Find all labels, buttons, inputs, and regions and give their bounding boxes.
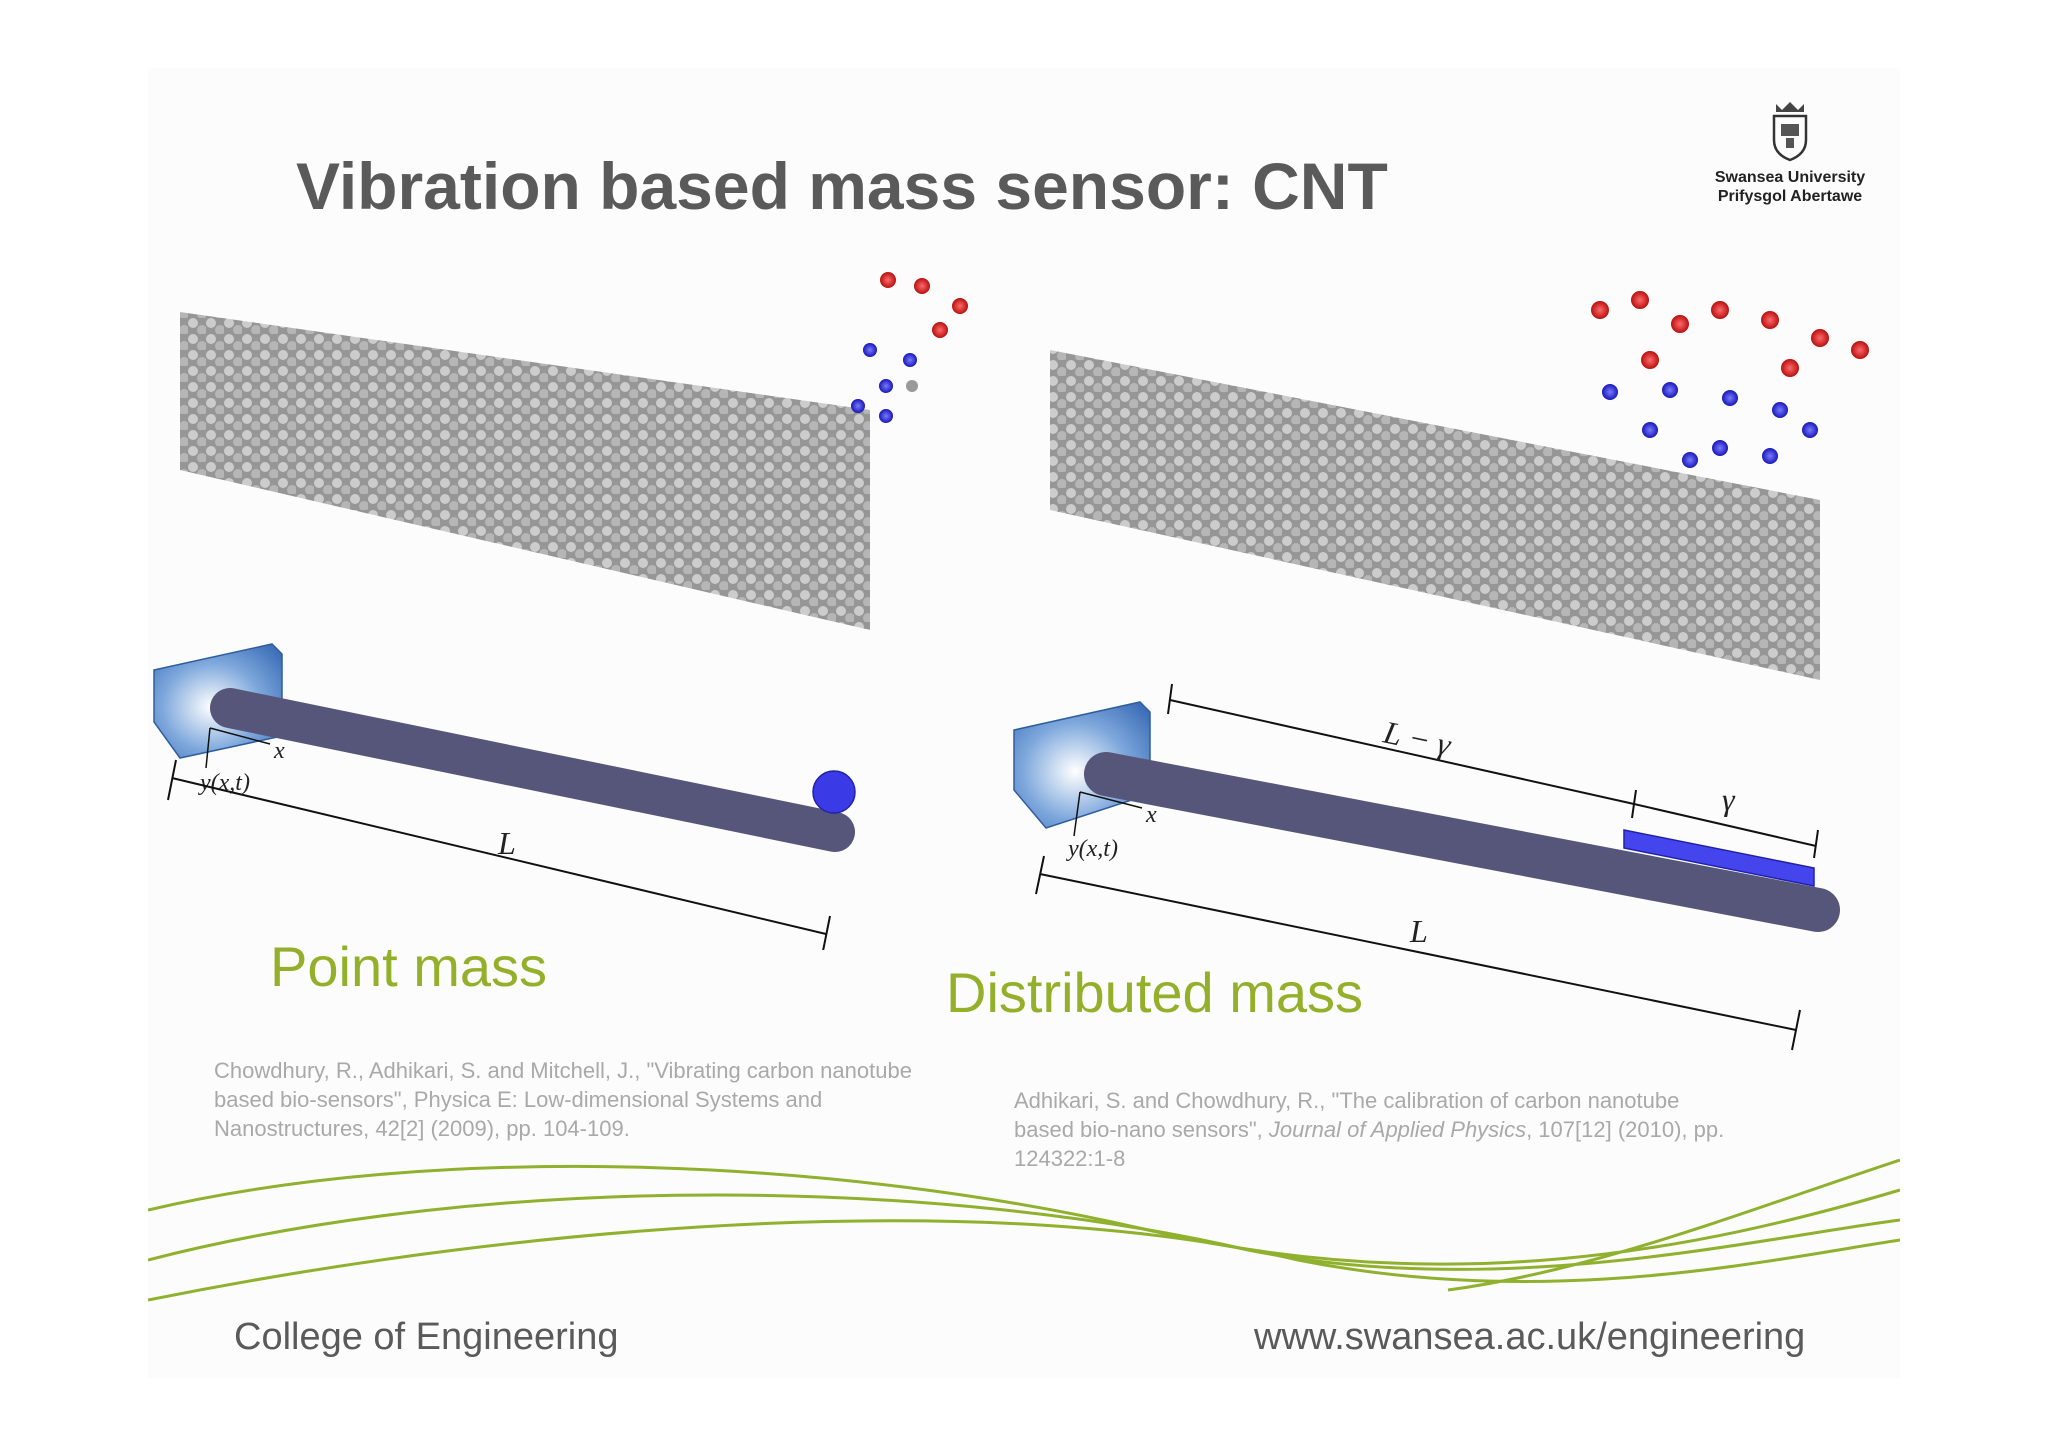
right-segment-label: L − γ <box>1380 713 1456 763</box>
university-crest-icon <box>1772 102 1808 162</box>
university-logo: Swansea University Prifysgol Abertawe <box>1700 100 1880 206</box>
right-molecules <box>1591 291 1869 468</box>
right-x-label: x <box>1145 802 1157 828</box>
right-nanotube-image <box>1050 291 1869 680</box>
left-length-label: L <box>497 825 516 861</box>
logo-line-2: Prifysgol Abertawe <box>1717 188 1863 205</box>
right-gamma-label: γ <box>1722 781 1736 817</box>
distributed-mass-caption: Distributed mass <box>946 961 1364 1024</box>
left-nanotube-image <box>180 272 968 630</box>
right-beam <box>1084 752 1840 932</box>
left-beam-diagram: x y(x,t) L <box>153 643 856 950</box>
footer-website-link[interactable]: www.swansea.ac.uk/engineering <box>1254 1316 1806 1358</box>
right-y-label: y(x,t) <box>1066 836 1118 862</box>
left-reference-text: Chowdhury, R., Adhikari, S. and Mitchell… <box>214 1058 912 1141</box>
footer-college-name: College of Engineering <box>234 1316 619 1358</box>
right-reference-journal: Journal of Applied Physics <box>1268 1117 1527 1142</box>
left-y-label: y(x,t) <box>198 770 250 796</box>
decorative-swoosh-lines <box>148 1158 1900 1302</box>
left-beam <box>210 688 855 852</box>
right-length-label: L <box>1409 913 1428 949</box>
right-reference-details: , 107[12] (2010), pp. 124322:1-8 <box>1014 1117 1725 1171</box>
right-beam-diagram: x y(x,t) L − γ γ L <box>1013 683 1840 1051</box>
logo-line-1: Swansea University <box>1714 169 1866 186</box>
right-reference-text: Adhikari, S. and Chowdhury, R., "The cal… <box>1014 1088 1680 1142</box>
left-molecule <box>851 272 968 423</box>
slide <box>148 68 1900 1378</box>
right-reference: Adhikari, S. and Chowdhury, R., "The cal… <box>1014 1086 1734 1173</box>
right-distributed-mass <box>1623 829 1815 887</box>
point-mass-caption: Point mass <box>270 935 547 998</box>
left-point-mass <box>812 770 856 814</box>
left-reference: Chowdhury, R., Adhikari, S. and Mitchell… <box>214 1056 914 1143</box>
left-x-label: x <box>273 738 285 764</box>
slide-title: Vibration based mass sensor: CNT <box>296 149 1388 223</box>
